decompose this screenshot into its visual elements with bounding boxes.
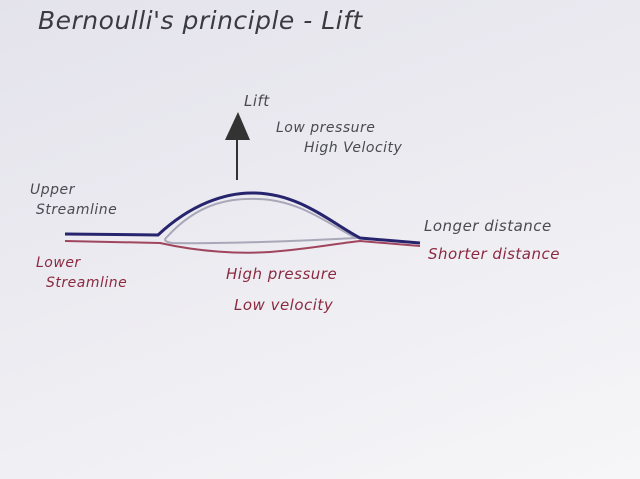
top-pressure-label: Low pressure (276, 120, 376, 136)
lift-arrow-head (225, 112, 250, 140)
upper-streamline-label-2: Streamline (36, 202, 118, 218)
airfoil-outline (164, 197, 360, 245)
lower-streamline-label-2: Streamline (46, 275, 128, 291)
lower-streamline (64, 239, 421, 254)
top-velocity-label: High Velocity (304, 140, 403, 156)
diagram-title: Bernoulli's principle - Lift (38, 6, 363, 35)
lift-label: Lift (244, 92, 270, 110)
lower-streamline-label-1: Lower (36, 255, 81, 271)
bottom-velocity-label: Low velocity (234, 296, 334, 314)
upper-streamline-label-1: Upper (30, 182, 75, 198)
shorter-distance-label: Shorter distance (428, 245, 560, 263)
longer-distance-label: Longer distance (424, 217, 552, 235)
bottom-pressure-label: High pressure (226, 265, 338, 283)
upper-streamline (64, 191, 421, 245)
